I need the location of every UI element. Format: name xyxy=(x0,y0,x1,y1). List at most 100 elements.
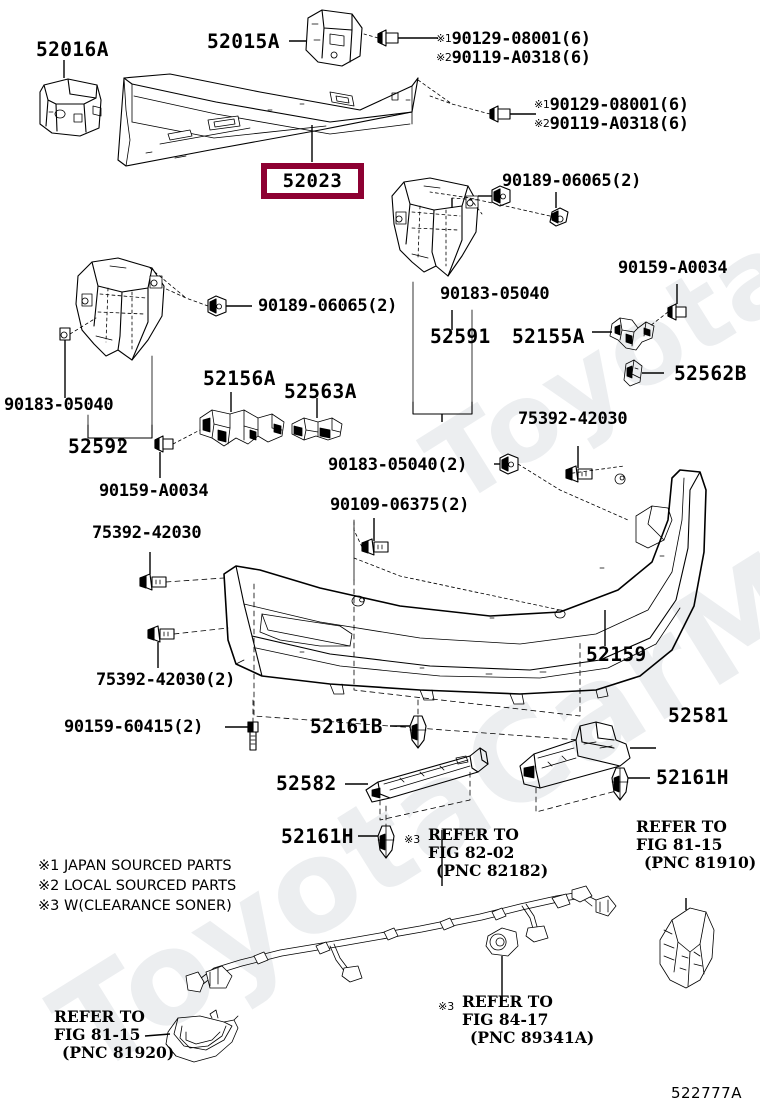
dash-90183-left xyxy=(69,317,97,335)
fastener-bolt-90159-60415 xyxy=(247,721,259,751)
refer-fig84-17[interactable]: REFER TO FIG 84-17 (PNC 89341A) xyxy=(462,993,594,1047)
part-52581-absorber xyxy=(519,721,631,789)
dash-90189-left2 xyxy=(149,267,187,299)
figure-code: 522777A xyxy=(670,1084,742,1102)
part-wiring-harness xyxy=(185,885,617,993)
label-52156a: 52156A xyxy=(203,367,276,390)
label-bolt-mid-local: ※290119-A0318(6) xyxy=(534,114,689,134)
refer-fig84-17-line3: (PNC 89341A) xyxy=(470,1028,595,1047)
refer-fig82-02[interactable]: REFER TO FIG 82-02 (PNC 82182) xyxy=(428,826,548,880)
mark-1-a: ※1 xyxy=(436,32,452,45)
dash-52582 xyxy=(379,771,471,821)
label-bolt-mid-japan: ※190129-08001(6) xyxy=(534,95,689,115)
fastener-bolt-mid xyxy=(489,105,511,123)
part-52161h-left-clip xyxy=(377,825,395,859)
label-bolt-top-japan: ※190129-08001(6) xyxy=(436,29,591,49)
fastener-screw-75392-right xyxy=(565,465,593,483)
connector-bolt-mid xyxy=(429,95,491,115)
mark-3-fig82: ※3 xyxy=(404,833,421,846)
part-52582-absorber xyxy=(365,747,489,803)
part-lamp-left xyxy=(165,1009,239,1063)
part-52016a-bracket xyxy=(39,78,102,137)
bolt-mid-japan-pn: 90129-08001(6) xyxy=(549,95,689,115)
label-52563a: 52563A xyxy=(284,380,357,403)
highlighted-part-number: 52023 xyxy=(282,170,343,192)
fastener-bolt-90159a-right xyxy=(667,303,687,321)
label-52562b: 52562B xyxy=(674,362,747,385)
dash-52581 xyxy=(535,765,621,813)
refer-fig81-15-right-line1: REFER TO xyxy=(636,817,727,836)
mark-3-fig84: ※3 xyxy=(438,1000,455,1013)
refer-fig81-15-right[interactable]: REFER TO FIG 81-15 (PNC 81910) xyxy=(636,818,756,872)
refer-fig81-15-left-line3: (PNC 81920) xyxy=(62,1043,175,1062)
label-52016a: 52016A xyxy=(36,38,109,61)
label-52155a: 52155A xyxy=(512,325,585,348)
dash-75392-left xyxy=(165,577,225,583)
label-52582: 52582 xyxy=(276,772,337,795)
part-52015a-bracket xyxy=(305,9,363,67)
note-local-sourced: ※2 LOCAL SOURCED PARTS xyxy=(38,878,237,894)
fastener-bolt-90159a-left xyxy=(154,435,174,453)
label-52581: 52581 xyxy=(668,704,729,727)
label-90159-a0034-right: 90159-A0034 xyxy=(618,258,728,278)
dash-90159a-left xyxy=(172,429,201,445)
label-52161b: 52161B xyxy=(310,715,383,738)
refer-fig84-17-line2: FIG 84-17 xyxy=(462,1010,549,1029)
fastener-nut-90183-left xyxy=(59,327,71,341)
label-52161h-right: 52161H xyxy=(656,766,729,789)
label-90183-right: 90183-05040 xyxy=(440,284,550,304)
bolt-top-japan-pn: 90129-08001(6) xyxy=(451,29,591,49)
label-bolt-top-local: ※290119-A0318(6) xyxy=(436,48,591,68)
connector-bolt-mid-2 xyxy=(417,79,453,105)
refer-fig81-15-right-line2: FIG 81-15 xyxy=(636,835,723,854)
refer-fig84-17-line1: REFER TO xyxy=(462,992,553,1011)
label-90183-center: 90183-05040(2) xyxy=(328,455,468,475)
part-mudguard-right xyxy=(659,907,715,989)
fastener-bolt-top xyxy=(377,29,399,47)
fastener-screw-90109 xyxy=(361,538,389,556)
dash-90109-right xyxy=(353,557,561,611)
refer-fig82-02-line3: (PNC 82182) xyxy=(436,861,549,880)
label-90183-left: 90183-05040 xyxy=(4,395,114,415)
part-52563a-retainer xyxy=(291,417,343,441)
highlighted-part-52023[interactable]: 52023 xyxy=(261,163,364,199)
part-52023-reinforcement xyxy=(117,73,419,167)
label-75392-left2: 75392-42030(2) xyxy=(96,670,236,690)
note-clearance-sonar: ※3 W(CLEARANCE SONER) xyxy=(38,898,232,914)
label-90159-a0034-left: 90159-A0034 xyxy=(99,481,209,501)
part-52155a-retainer xyxy=(609,317,655,351)
refer-fig81-15-right-line3: (PNC 81910) xyxy=(644,853,757,872)
part-52161h-right-clip xyxy=(611,767,629,801)
fastener-clip-90189-left xyxy=(207,295,227,317)
label-90109: 90109-06375(2) xyxy=(330,495,470,515)
part-52156a-retainer xyxy=(199,409,285,447)
label-90159-60415: 90159-60415(2) xyxy=(64,717,204,737)
dash-90109-up xyxy=(353,519,363,548)
dash-90189-right2 xyxy=(469,197,483,215)
note-japan-sourced: ※1 JAPAN SOURCED PARTS xyxy=(38,858,232,874)
part-52562b-clip xyxy=(623,359,643,387)
dash-90183-right xyxy=(451,197,479,201)
connector-bolt-top xyxy=(363,33,379,39)
leader-fig81-15-left xyxy=(144,1033,171,1037)
label-75392-right: 75392-42030 xyxy=(518,409,628,429)
label-52592: 52592 xyxy=(68,435,129,458)
refer-fig82-02-line1: REFER TO xyxy=(428,825,519,844)
refer-fig82-02-line2: FIG 82-02 xyxy=(428,843,515,862)
label-52591: 52591 xyxy=(430,325,491,348)
dash-90183-center xyxy=(517,463,629,521)
part-52591-bracket xyxy=(391,177,479,277)
label-90189-left: 90189-06065(2) xyxy=(258,296,398,316)
dash-75392-right xyxy=(565,465,625,475)
fastener-screw-75392-left2 xyxy=(147,625,175,643)
dash-90159a-right xyxy=(649,311,669,327)
refer-fig81-15-left-line1: REFER TO xyxy=(54,1007,145,1026)
dash-75392-left2 xyxy=(173,627,229,635)
fastener-clip-90189-right xyxy=(549,207,569,227)
mark-2-b: ※2 xyxy=(534,117,550,130)
part-52159-bumper-cover xyxy=(223,469,707,705)
refer-fig81-15-left[interactable]: REFER TO FIG 81-15 (PNC 81920) xyxy=(54,1008,174,1062)
part-52592-bracket xyxy=(75,257,165,361)
